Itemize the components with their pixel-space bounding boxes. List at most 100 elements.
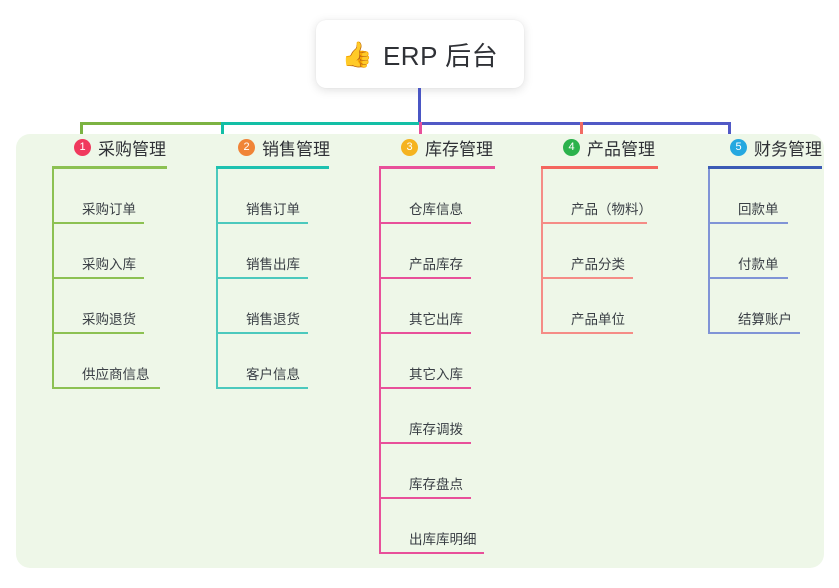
column-underline-1 — [52, 166, 167, 169]
column-header-5[interactable]: 5 财务管理 — [708, 134, 839, 160]
list-item-label: 采购入库 — [82, 257, 136, 272]
list-item-label: 出库库明细 — [409, 532, 477, 547]
column-underline-2 — [216, 166, 329, 169]
list-item-label: 库存调拨 — [409, 422, 463, 437]
list-item[interactable]: 出库库明细 — [379, 499, 529, 554]
list-item[interactable]: 其它出库 — [379, 279, 529, 334]
list-item-underline — [541, 222, 647, 224]
list-item[interactable]: 产品分类 — [541, 224, 693, 279]
column-spine-1 — [52, 169, 54, 389]
column-2: 2 销售管理销售订单销售出库销售退货客户信息 — [216, 134, 364, 389]
column-header-2[interactable]: 2 销售管理 — [216, 134, 364, 160]
column-title-3: 库存管理 — [425, 139, 493, 159]
column-spine-3 — [379, 169, 381, 554]
list-item-underline — [379, 277, 471, 279]
column-5: 5 财务管理回款单付款单结算账户 — [708, 134, 839, 334]
connector-bus-left — [80, 122, 221, 125]
list-item[interactable]: 销售订单 — [216, 169, 364, 224]
list-item[interactable]: 采购入库 — [52, 224, 200, 279]
list-item-underline — [708, 332, 800, 334]
list-item-underline — [216, 277, 308, 279]
list-item-underline — [379, 222, 471, 224]
column-header-3[interactable]: 3 库存管理 — [379, 134, 529, 160]
list-item[interactable]: 采购订单 — [52, 169, 200, 224]
column-header-4[interactable]: 4 产品管理 — [541, 134, 693, 160]
list-item-label: 销售订单 — [246, 202, 300, 217]
list-item-label: 销售退货 — [246, 312, 300, 327]
column-header-1[interactable]: 1 采购管理 — [52, 134, 200, 160]
column-items-3: 仓库信息产品库存其它出库其它入库库存调拨库存盘点出库库明细 — [379, 169, 529, 554]
column-badge-2: 2 — [238, 138, 255, 156]
list-item-underline — [541, 277, 633, 279]
list-item-label: 付款单 — [738, 257, 779, 272]
column-items-2: 销售订单销售出库销售退货客户信息 — [216, 169, 364, 389]
column-badge-5: 5 — [730, 138, 747, 156]
list-item[interactable]: 产品单位 — [541, 279, 693, 334]
list-item-underline — [52, 332, 144, 334]
column-4: 4 产品管理产品（物料） 产品分类产品单位 — [541, 134, 693, 334]
column-underline-4 — [541, 166, 658, 169]
list-item[interactable]: 供应商信息 — [52, 334, 200, 389]
list-item-label: 采购订单 — [82, 202, 136, 217]
list-item-label: 供应商信息 — [82, 367, 150, 382]
list-item-underline — [379, 497, 471, 499]
list-item-underline — [52, 222, 144, 224]
column-1: 1 采购管理采购订单采购入库采购退货供应商信息 — [52, 134, 200, 389]
thumbs-up-icon: 👍 — [341, 39, 373, 69]
list-item-underline — [379, 552, 484, 554]
list-item-underline — [216, 332, 308, 334]
connector-bus-middle — [221, 122, 419, 125]
column-title-5: 财务管理 — [754, 139, 822, 159]
list-item-underline — [216, 387, 308, 389]
list-item[interactable]: 其它入库 — [379, 334, 529, 389]
column-title-4: 产品管理 — [587, 139, 655, 159]
list-item-underline — [52, 387, 160, 389]
column-underline-3 — [379, 166, 495, 169]
column-underline-5 — [708, 166, 822, 169]
list-item-underline — [216, 222, 308, 224]
list-item-underline — [379, 387, 471, 389]
list-item[interactable]: 采购退货 — [52, 279, 200, 334]
list-item[interactable]: 销售出库 — [216, 224, 364, 279]
list-item[interactable]: 库存调拨 — [379, 389, 529, 444]
list-item-label: 仓库信息 — [409, 202, 463, 217]
list-item[interactable]: 付款单 — [708, 224, 839, 279]
list-item-label: 客户信息 — [246, 367, 300, 382]
list-item-underline — [541, 332, 633, 334]
list-item[interactable]: 产品（物料） — [541, 169, 693, 224]
column-badge-3: 3 — [401, 138, 418, 156]
list-item-label: 回款单 — [738, 202, 779, 217]
column-badge-1: 1 — [74, 138, 91, 156]
list-item[interactable]: 销售退货 — [216, 279, 364, 334]
column-title-2: 销售管理 — [262, 139, 330, 159]
list-item-label: 库存盘点 — [409, 477, 463, 492]
list-item-label: 其它入库 — [409, 367, 463, 382]
list-item[interactable]: 仓库信息 — [379, 169, 529, 224]
list-item-underline — [708, 222, 788, 224]
list-item-underline — [379, 442, 471, 444]
column-badge-4: 4 — [563, 138, 580, 156]
list-item[interactable]: 库存盘点 — [379, 444, 529, 499]
column-items-1: 采购订单采购入库采购退货供应商信息 — [52, 169, 200, 389]
list-item[interactable]: 回款单 — [708, 169, 839, 224]
list-item[interactable]: 结算账户 — [708, 279, 839, 334]
connector-bus-right — [419, 122, 731, 125]
column-title-1: 采购管理 — [98, 139, 166, 159]
root-title: ERP 后台 — [382, 40, 499, 71]
list-item-label: 产品分类 — [571, 257, 625, 272]
list-item-label: 其它出库 — [409, 312, 463, 327]
column-3: 3 库存管理仓库信息产品库存其它出库其它入库库存调拨库存盘点出库库明细 — [379, 134, 529, 554]
list-item-label: 产品单位 — [571, 312, 625, 327]
list-item[interactable]: 客户信息 — [216, 334, 364, 389]
column-items-5: 回款单付款单结算账户 — [708, 169, 839, 334]
connector-root-stem — [418, 88, 421, 124]
root-node[interactable]: 👍 ERP 后台 — [316, 20, 524, 88]
list-item-label: 采购退货 — [82, 312, 136, 327]
list-item-label: 产品库存 — [409, 257, 463, 272]
list-item-underline — [708, 277, 788, 279]
column-spine-2 — [216, 169, 218, 389]
list-item[interactable]: 产品库存 — [379, 224, 529, 279]
list-item-label: 产品（物料） — [571, 202, 652, 217]
list-item-label: 结算账户 — [738, 312, 792, 327]
